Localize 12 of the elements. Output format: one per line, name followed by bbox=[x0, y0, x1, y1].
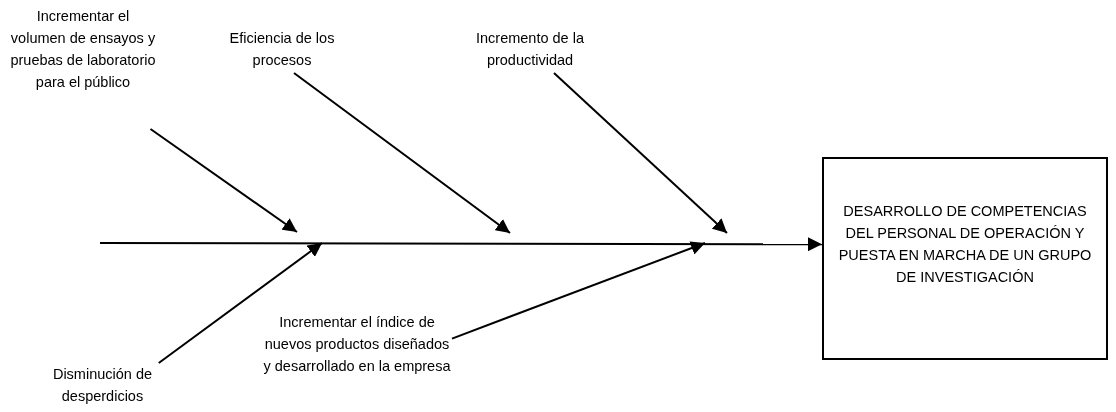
arrow bbox=[451, 241, 706, 340]
arrow bbox=[149, 128, 298, 233]
arrow bbox=[553, 72, 728, 234]
effect-box: DESARROLLO DE COMPETENCIAS DEL PERSONAL DE OPERACIÓN Y PUESTA EN MARCHA DE UN GRUPO DE INVESTIGACIÓN bbox=[822, 157, 1108, 360]
cause-label: Incrementar el índice de nuevos productos diseñados y desarrollado en la empresa bbox=[262, 311, 452, 403]
cause-label: Eficiencia de los procesos bbox=[222, 27, 342, 73]
cause-label: Incrementar el volumen de ensayos y pruebas de laboratorio para el público bbox=[8, 5, 158, 129]
arrow bbox=[157, 242, 323, 364]
arrow bbox=[99, 237, 823, 252]
cause-label: Incremento de la productividad bbox=[470, 27, 590, 73]
arrow bbox=[293, 72, 511, 234]
cause-label: Disminución de desperdicios bbox=[40, 363, 165, 409]
